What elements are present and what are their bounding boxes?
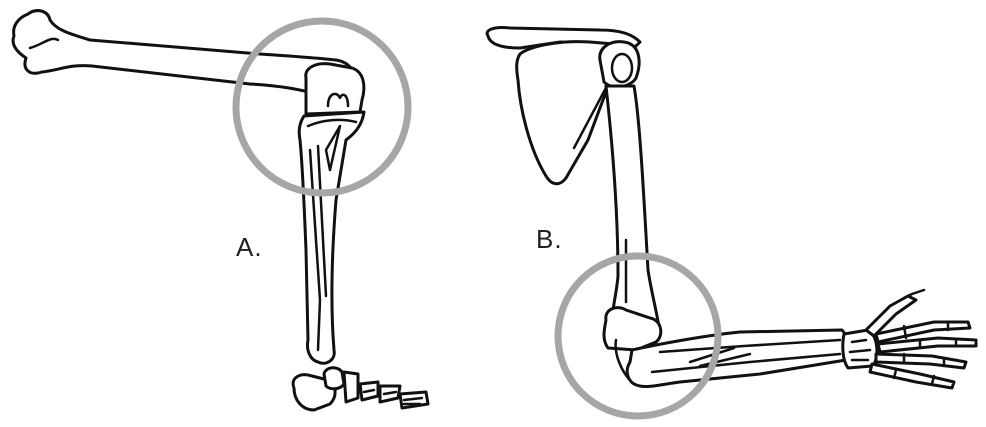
finger-ring	[876, 354, 966, 368]
figure-b-label: B.	[536, 224, 563, 255]
tarsal-bone-1	[324, 368, 344, 389]
tarsal-bone-2	[344, 372, 358, 402]
figure-a-label: A.	[236, 232, 263, 263]
foot-bones	[293, 368, 428, 410]
figure-a-leg	[13, 11, 428, 410]
humerus-bone	[606, 86, 660, 340]
humerus-head	[600, 42, 639, 87]
hand-bones	[843, 290, 976, 388]
finger-little	[870, 364, 954, 388]
knee-joint	[306, 64, 364, 114]
thumb-tip-lines	[904, 290, 924, 298]
figure-b-arm	[487, 27, 976, 416]
